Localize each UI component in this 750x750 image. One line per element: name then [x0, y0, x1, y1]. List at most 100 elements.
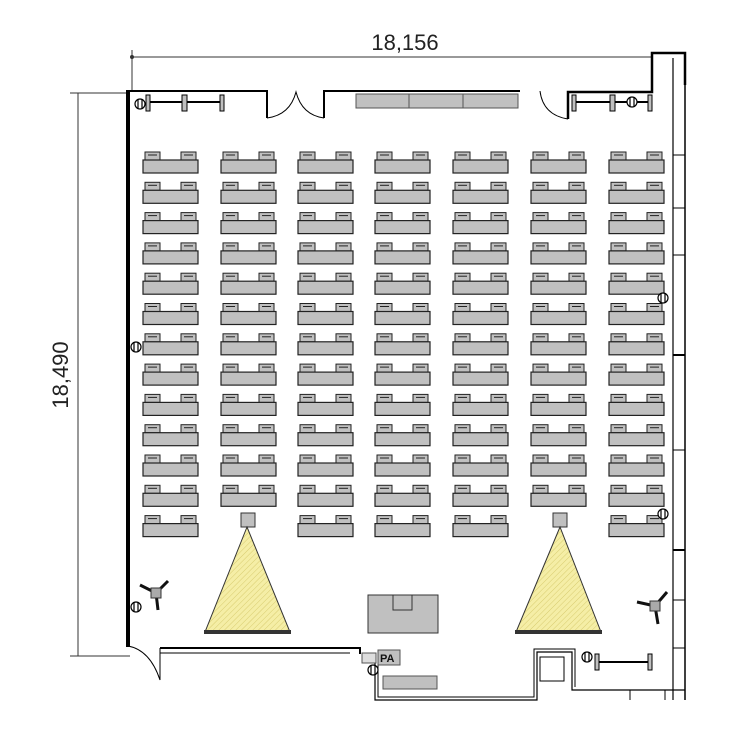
chair — [376, 242, 393, 252]
chair — [412, 333, 429, 343]
desk-with-chairs — [374, 515, 431, 538]
desk-with-chairs — [297, 515, 354, 538]
chair — [490, 242, 507, 252]
chair — [568, 151, 585, 161]
desk — [530, 220, 587, 235]
desk-with-chairs — [142, 272, 199, 295]
chair — [258, 333, 275, 343]
desk — [297, 371, 354, 386]
chair — [376, 424, 393, 434]
chair — [258, 212, 275, 222]
desk — [142, 159, 199, 174]
chair — [646, 454, 663, 464]
desk — [374, 189, 431, 204]
desk-with-chairs — [608, 181, 665, 204]
chair — [532, 393, 549, 403]
desk — [452, 492, 509, 507]
height-dimension — [70, 92, 130, 657]
desk — [297, 522, 354, 538]
desk — [530, 280, 587, 295]
desk-with-chairs — [297, 272, 354, 295]
chair — [646, 363, 663, 373]
chair — [412, 363, 429, 373]
desk — [452, 341, 509, 356]
chair — [258, 393, 275, 403]
chair — [568, 393, 585, 403]
desk-with-chairs — [452, 242, 509, 265]
desk-with-chairs — [142, 242, 199, 265]
coat-rack-right — [571, 94, 653, 112]
chair — [610, 242, 627, 252]
chair — [412, 424, 429, 434]
chair — [376, 303, 393, 312]
chair — [568, 484, 585, 494]
chair — [646, 484, 663, 494]
chair — [144, 424, 161, 434]
chair — [222, 484, 239, 494]
desk — [608, 492, 665, 507]
desk — [220, 371, 277, 386]
outlet-icon — [367, 664, 379, 676]
chair — [222, 272, 239, 282]
chair — [144, 333, 161, 343]
chair — [335, 515, 352, 525]
desk-with-chairs — [220, 454, 277, 477]
chair — [412, 242, 429, 252]
chair — [335, 303, 352, 312]
desk-with-chairs — [142, 181, 199, 204]
chair — [376, 393, 393, 403]
desk — [608, 371, 665, 386]
desk-with-chairs — [297, 393, 354, 416]
chair — [490, 272, 507, 282]
desk — [452, 432, 509, 447]
front-counter — [355, 93, 519, 109]
chair — [299, 272, 316, 282]
screen-right — [515, 630, 602, 634]
desk — [608, 310, 665, 326]
desk-with-chairs — [452, 393, 509, 416]
desk-with-chairs — [530, 151, 587, 174]
desk-with-chairs — [608, 151, 665, 174]
chair — [568, 242, 585, 252]
desk — [530, 189, 587, 204]
pa-rack — [382, 675, 438, 690]
desk — [608, 220, 665, 235]
chair — [180, 515, 197, 525]
chair — [258, 303, 275, 312]
desk-with-chairs — [142, 333, 199, 356]
chair — [222, 151, 239, 161]
desk — [142, 189, 199, 204]
chair — [144, 454, 161, 464]
desk — [220, 189, 277, 204]
desk-with-chairs — [220, 212, 277, 235]
desk — [374, 432, 431, 447]
chair — [610, 333, 627, 343]
desk-with-chairs — [452, 212, 509, 235]
desk — [142, 220, 199, 235]
desk-with-chairs — [452, 303, 509, 326]
chair — [412, 484, 429, 494]
desk — [142, 371, 199, 386]
desk-with-chairs — [452, 272, 509, 295]
desk — [220, 462, 277, 477]
chair — [412, 151, 429, 161]
desk — [374, 401, 431, 416]
chair — [610, 212, 627, 222]
desk — [220, 250, 277, 265]
chair — [376, 363, 393, 373]
chair — [454, 151, 471, 161]
desk — [374, 492, 431, 507]
outlet-icon — [130, 601, 142, 613]
desk-with-chairs — [374, 393, 431, 416]
chair — [532, 424, 549, 434]
chair — [335, 242, 352, 252]
desk — [297, 401, 354, 416]
chair — [610, 454, 627, 464]
desk-with-chairs — [530, 212, 587, 235]
desk — [297, 250, 354, 265]
chair — [299, 484, 316, 494]
chair — [180, 212, 197, 222]
chair — [610, 393, 627, 403]
desk-with-chairs — [142, 393, 199, 416]
desk-with-chairs — [220, 424, 277, 447]
